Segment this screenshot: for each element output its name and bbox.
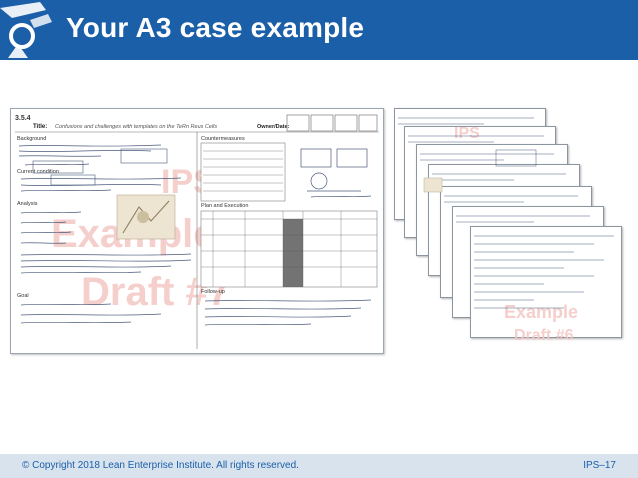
slide-footer: © Copyright 2018 Lean Enterprise Institu… [0,454,638,478]
slide-title: Your A3 case example [66,12,365,43]
a3-report-sketch: IPS Example #2 Draft #7 3.5.4 Title: Con… [15,114,379,349]
a3-draft-stack: IPS Example Draft #6 [394,108,622,358]
left-heading-background: Background [17,136,46,142]
stack-watermark-line-1: IPS [454,125,480,142]
lei-logo-icon [0,2,52,58]
left-heading-analysis: Analysis [17,201,38,207]
left-heading-goal: Goal [17,293,29,299]
draft-sheet-top [470,226,622,338]
left-heading-current: Current condition [17,169,59,175]
a3-section-number: 3.5.4 [15,115,31,122]
slide-page-id: IPS–17 [583,460,616,471]
right-heading-plan: Plan and Execution [201,203,248,209]
copyright-notice: © Copyright 2018 Lean Enterprise Institu… [22,460,299,471]
a3-report-draft-7: IPS Example #2 Draft #7 3.5.4 Title: Con… [10,108,384,354]
a3-title-text: Confusions and challenges with templates… [55,124,217,130]
stack-sketch: IPS Example Draft #6 [398,117,614,344]
slide-header: Your A3 case example [0,0,638,60]
right-heading-countermeasures: Countermeasures [201,136,245,142]
right-heading-followup: Follow-up [201,289,225,295]
stack-watermark-line-3: Draft #6 [514,327,574,344]
a3-owner-label: Owner/Date: [257,124,290,130]
stack-watermark-line-2: Example [504,302,578,322]
a3-title-label: Title: [33,124,47,130]
